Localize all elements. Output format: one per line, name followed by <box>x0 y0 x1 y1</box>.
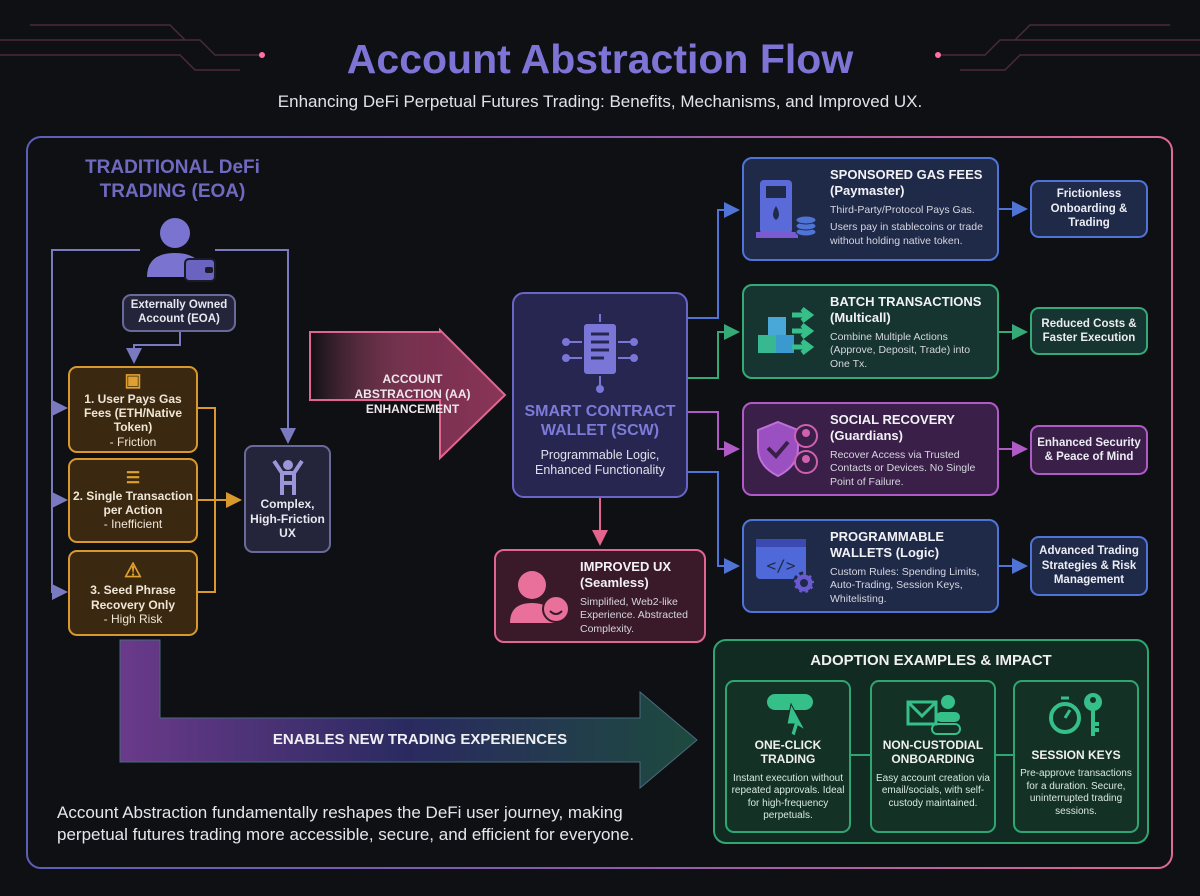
feature-title: SOCIAL RECOVERY (Guardians) <box>830 412 955 444</box>
shield-guardians-icon <box>757 420 818 478</box>
gas-pump-icon <box>756 180 817 238</box>
improved-ux-desc: Simplified, Web2-like Experience. Abstra… <box>580 595 688 635</box>
step-title: 1. User Pays Gas Fees (ETH/Native Token) <box>83 391 183 435</box>
feature-desc: Combine Multiple Actions (Approve, Depos… <box>830 330 971 370</box>
page-title: Account Abstraction Flow <box>346 36 854 82</box>
adoption-card-one-click: ONE-CLICK TRADING Instant execution with… <box>725 680 851 833</box>
page-subtitle: Enhancing DeFi Perpetual Futures Trading… <box>277 92 923 111</box>
scw-desc: Programmable Logic, <box>540 448 660 463</box>
label-line: ACCOUNT <box>382 372 443 386</box>
scw-title: WALLET (SCW) <box>540 422 660 439</box>
enables-arrow-label: ENABLES NEW TRADING EXPERIENCES <box>272 731 568 748</box>
outcome-reduced-costs: Reduced Costs & Faster Execution <box>1030 307 1148 355</box>
main-frame <box>26 136 1173 869</box>
card-desc: Instant execution without repeated appro… <box>731 772 845 822</box>
label-line: ENHANCEMENT <box>365 402 460 416</box>
step-note: - Inefficient <box>103 517 163 532</box>
footer-summary: Account Abstraction fundamentally reshap… <box>57 803 635 845</box>
step-gas-fees: ▣ 1. User Pays Gas Fees (ETH/Native Toke… <box>68 366 198 453</box>
feature-title: SPONSORED GAS FEES (Paymaster) <box>830 167 983 199</box>
email-user-icon <box>906 695 961 735</box>
aa-enhancement-arrow <box>309 327 507 461</box>
label-line: ABSTRACTION (AA) <box>354 387 471 401</box>
outcome-security: Enhanced Security & Peace of Mind <box>1030 425 1148 475</box>
adoption-heading: ADOPTION EXAMPLES & IMPACT <box>810 652 1052 669</box>
feature-title: BATCH TRANSACTIONS (Multicall) <box>830 294 982 326</box>
step-note: - Friction <box>109 434 157 449</box>
heading-line: TRADITIONAL DeFi <box>85 157 260 178</box>
wallet-icon: ▣ <box>124 369 142 390</box>
card-desc: Easy account creation via email/socials,… <box>876 772 990 809</box>
feature-desc: Custom Rules: Spending Limits, Auto-Trad… <box>830 565 980 605</box>
feature-desc: Third-Party/Protocol Pays Gas. <box>830 203 975 216</box>
feature-desc: Users pay in stablecoins or trade withou… <box>830 221 983 247</box>
feature-title: PROGRAMMABLE WALLETS (Logic) <box>830 529 945 561</box>
outcome-frictionless: Frictionless Onboarding & Trading <box>1030 180 1148 238</box>
happy-user-icon <box>510 571 570 623</box>
feature-programmable-wallets: </> PROGRAMMABLE WALLETS (Logic) Custom … <box>742 519 999 613</box>
adoption-card-onboarding: NON-CUSTODIAL ONBOARDING Easy account cr… <box>870 680 996 833</box>
feature-desc: Recover Access via Trusted Contacts or D… <box>830 448 976 488</box>
step-single-transaction: ☰ 2. Single Transaction per Action - Ine… <box>68 458 198 543</box>
user-wallet-icon <box>147 218 216 282</box>
traditional-heading: TRADITIONAL DeFi TRADING (EOA) <box>60 156 285 204</box>
card-title: ONE-CLICK TRADING <box>754 738 822 767</box>
heading-line: TRADING (EOA) <box>99 180 246 202</box>
feature-sponsored-gas: SPONSORED GAS FEES (Paymaster) Third-Par… <box>742 157 999 261</box>
step-title: 2. Single Transaction per Action <box>72 488 194 517</box>
step-title: 3. Seed Phrase Recovery Only <box>90 583 176 612</box>
smart-contract-wallet-box: SMART CONTRACT WALLET (SCW) Programmable… <box>512 292 688 498</box>
server-alert-icon: ☰ <box>125 470 141 488</box>
scw-desc: Enhanced Functionality <box>535 463 665 478</box>
card-title: NON-CUSTODIAL ONBOARDING <box>882 738 984 767</box>
warning-icon: ⚠ <box>124 560 142 583</box>
blocks-icon <box>758 306 815 355</box>
feature-batch-transactions: BATCH TRANSACTIONS (Multicall) Combine M… <box>742 284 999 379</box>
eoa-box: Externally Owned Account (EOA) <box>122 294 236 332</box>
step-seed-phrase: ⚠ 3. Seed Phrase Recovery Only - High Ri… <box>68 550 198 636</box>
svg-text:</>: </> <box>767 556 796 575</box>
feature-social-recovery: SOCIAL RECOVERY (Guardians) Recover Acce… <box>742 402 999 496</box>
adoption-card-session-keys: SESSION KEYS Pre-approve transactions fo… <box>1013 680 1139 833</box>
smart-contract-icon <box>562 313 638 393</box>
outcome-advanced-trading: Advanced Trading Strategies & Risk Manag… <box>1030 536 1148 596</box>
aa-arrow-label: ACCOUNT ABSTRACTION (AA) ENHANCEMENT <box>340 372 485 417</box>
scw-title: SMART CONTRACT <box>524 402 676 420</box>
click-icon <box>767 694 813 737</box>
improved-ux-box: IMPROVED UX (Seamless) Simplified, Web2-… <box>494 549 706 643</box>
enables-arrow <box>119 639 698 790</box>
timer-key-icon <box>1049 693 1102 736</box>
card-title: SESSION KEYS <box>1031 748 1121 762</box>
frustrated-person-icon <box>271 460 304 496</box>
circuit-decoration-left <box>0 24 260 71</box>
code-gear-icon: </> <box>756 539 816 595</box>
card-desc: Pre-approve transactions for a duration.… <box>1020 768 1132 817</box>
step-note: - High Risk <box>103 612 163 627</box>
circuit-decoration-right <box>940 24 1200 71</box>
outcome-text: Complex, High-Friction UX <box>250 497 325 541</box>
complex-ux-box: Complex, High-Friction UX <box>244 445 331 553</box>
improved-ux-title: IMPROVED UX (Seamless) <box>580 559 672 591</box>
